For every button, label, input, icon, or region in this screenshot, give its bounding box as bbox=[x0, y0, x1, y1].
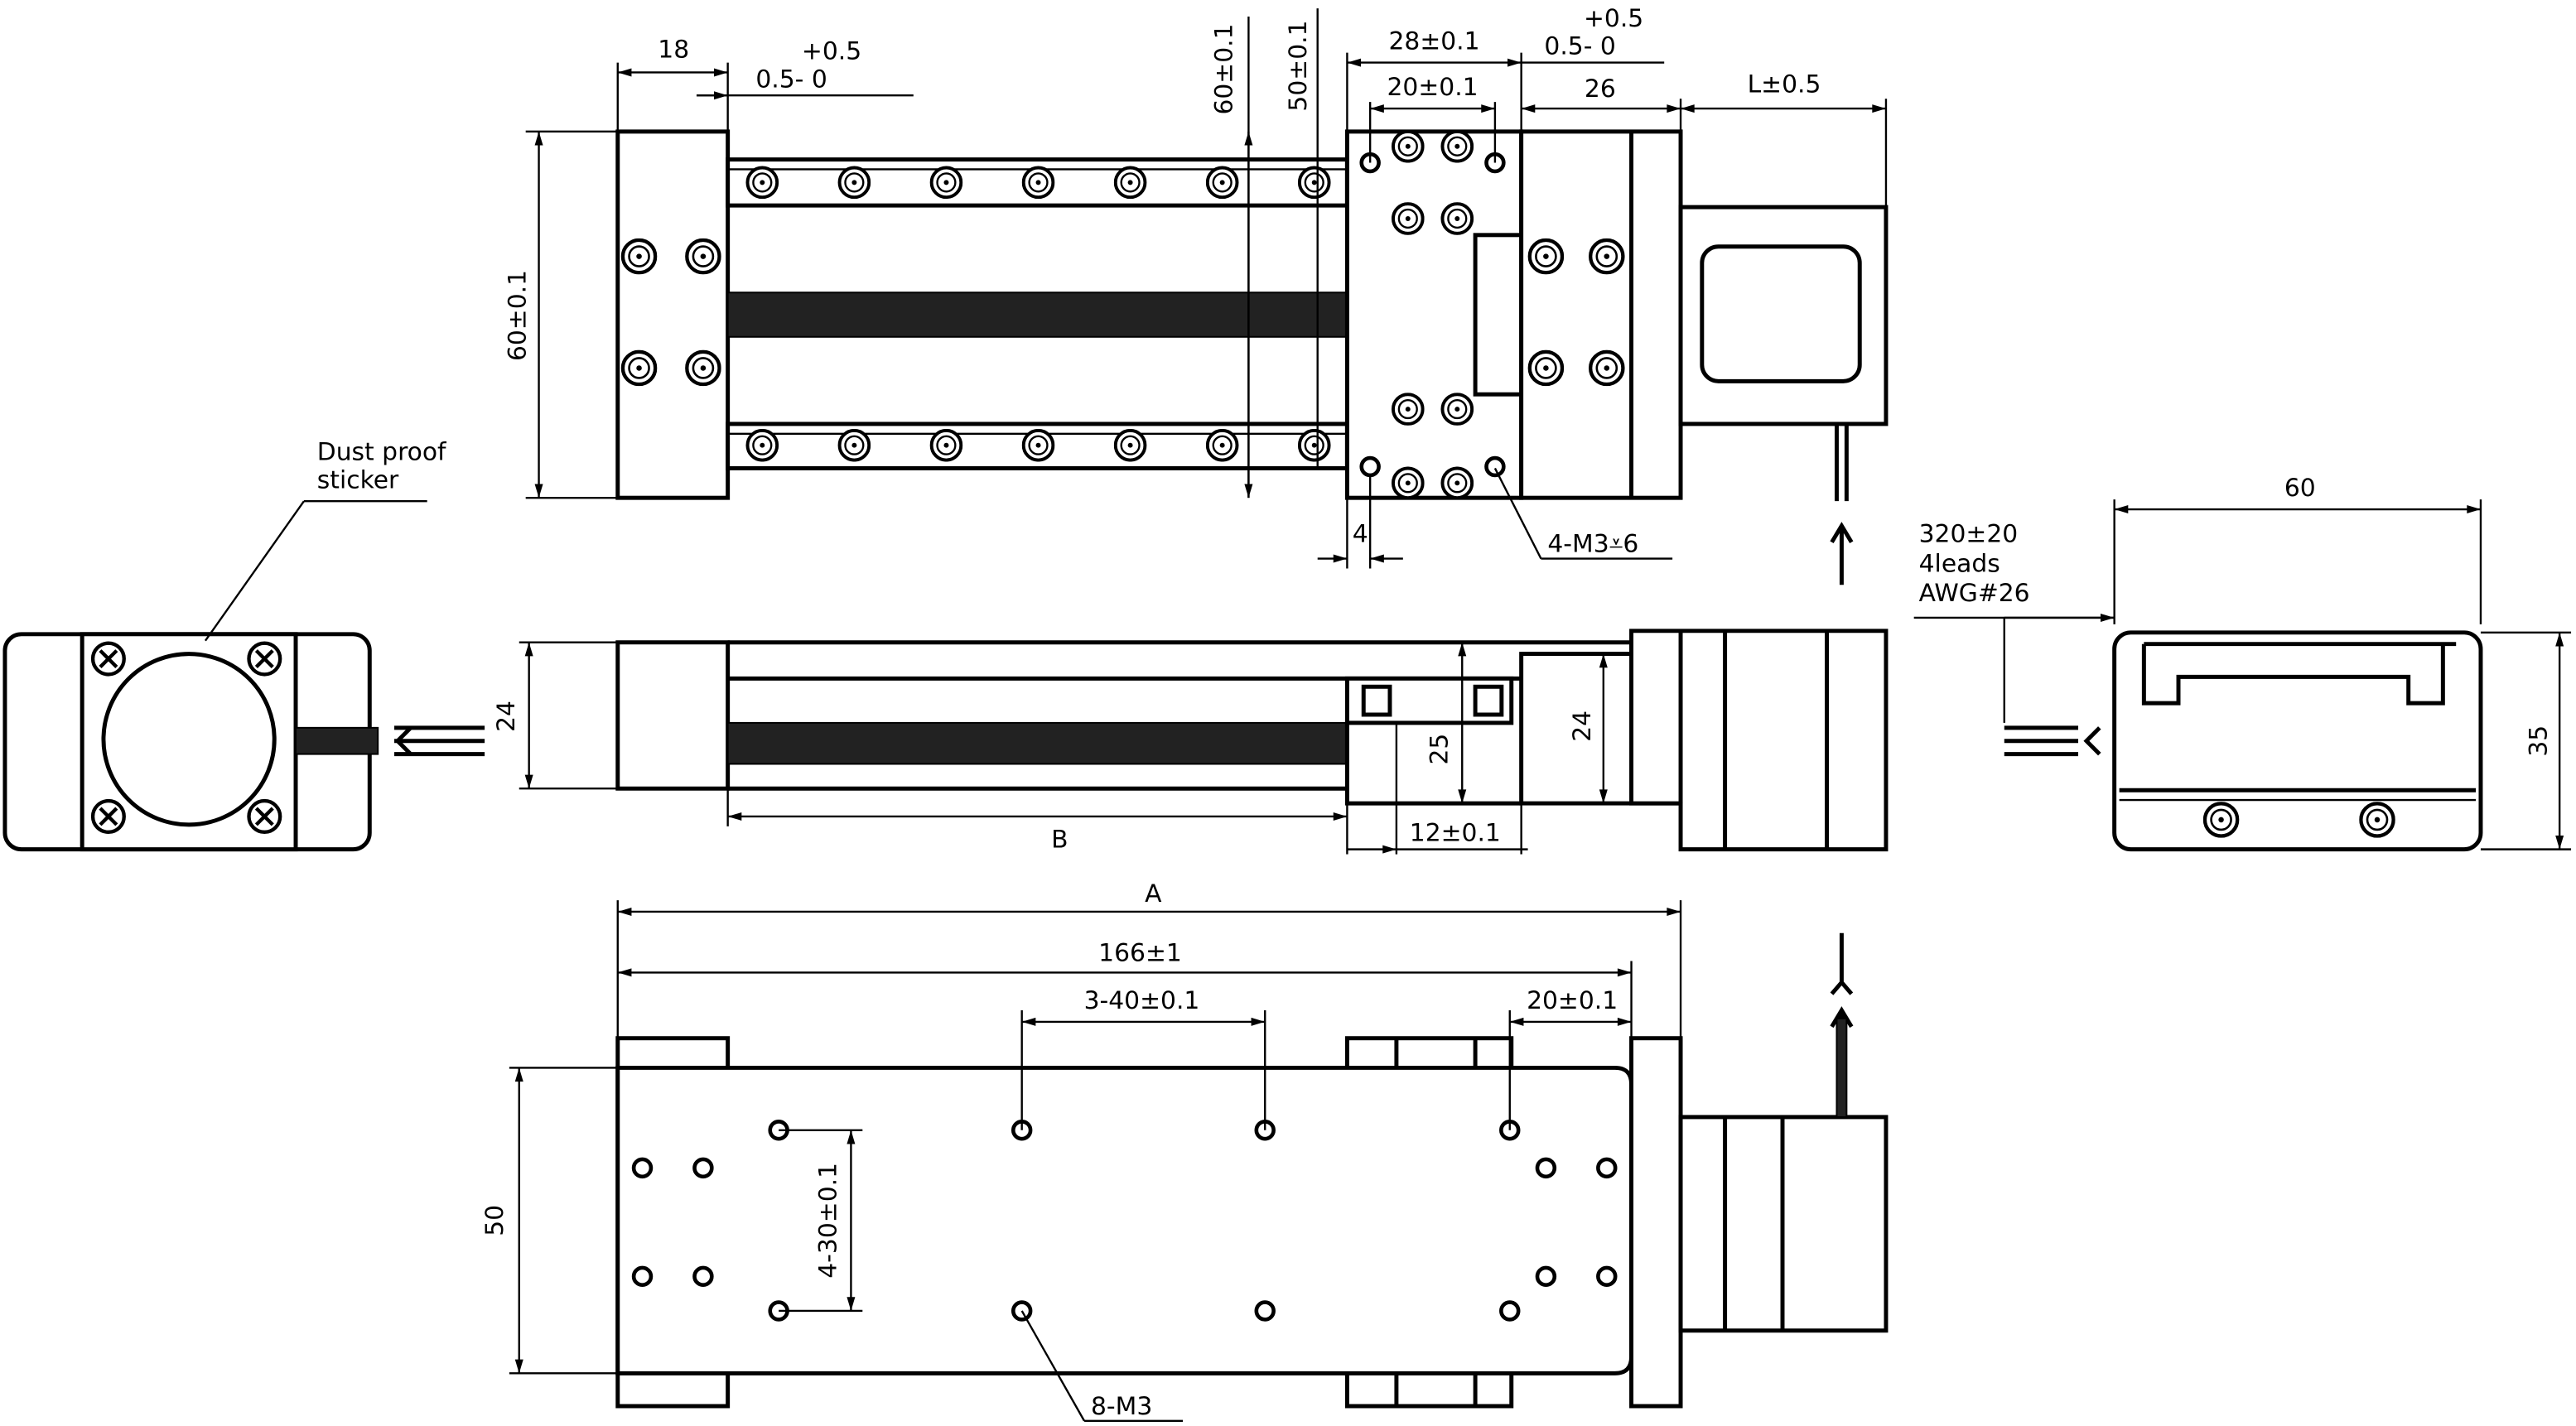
dim-12: 12±0.1 bbox=[1410, 819, 1501, 848]
dim-60-width: 60 bbox=[2284, 474, 2316, 503]
tolerance-lower-left: 0.5- 0 bbox=[755, 65, 827, 94]
motor bbox=[1678, 205, 1889, 426]
cable-leads: 4leads bbox=[1919, 549, 2000, 578]
dim-50-rail: 50±0.1 bbox=[1284, 20, 1313, 111]
sticker-label-line1: Dust proof bbox=[317, 438, 447, 467]
top-view: 18 +0.5 0.5- 0 60±0.1 60±0.1 50±0.1 28±0… bbox=[504, 4, 1889, 585]
tolerance-upper-right: +0.5 bbox=[1584, 4, 1643, 33]
nut-block bbox=[1473, 233, 1524, 397]
dim-4-30: 4-30±0.1 bbox=[814, 1163, 843, 1279]
dim-4: 4 bbox=[1353, 520, 1368, 549]
motor-face bbox=[1700, 244, 1862, 383]
cable-length: 320±20 bbox=[1919, 520, 2019, 549]
bottom-view: A 166±1 3-40±0.1 20±0.1 50 4-30±0.1 8-M3 bbox=[480, 879, 1889, 1423]
dim-20: 20±0.1 bbox=[1387, 73, 1478, 102]
dim-24-right: 24 bbox=[1568, 711, 1597, 742]
right-end-view: 60 35 bbox=[2004, 474, 2572, 852]
dim-60-height: 60±0.1 bbox=[504, 270, 533, 361]
dim-35: 35 bbox=[2524, 725, 2553, 757]
tolerance-upper-left: +0.5 bbox=[802, 37, 861, 66]
dim-50: 50 bbox=[480, 1205, 509, 1236]
right-end-block bbox=[1519, 129, 1683, 500]
dim-18: 18 bbox=[658, 36, 689, 65]
dim-60-rail: 60±0.1 bbox=[1210, 23, 1239, 114]
lead-screw bbox=[726, 291, 1348, 338]
dim-3-40: 3-40±0.1 bbox=[1084, 986, 1200, 1015]
base-plate bbox=[615, 1065, 1634, 1375]
left-end-view: Dust proof sticker bbox=[2, 438, 485, 852]
cable-end bbox=[394, 725, 485, 757]
side-lead-screw bbox=[726, 721, 1348, 765]
tolerance-lower-right: 0.5- 0 bbox=[1544, 32, 1615, 61]
dim-26: 26 bbox=[1585, 75, 1616, 104]
hole-callout-bottom: 8-M3 bbox=[1091, 1392, 1152, 1421]
cable-note: 320±20 4leads AWG#26 bbox=[1830, 520, 2115, 1101]
dim-25: 25 bbox=[1425, 734, 1454, 765]
sticker-label-line2: sticker bbox=[317, 465, 399, 494]
side-view: 24 25 24 B 12±0.1 bbox=[492, 629, 1889, 855]
dim-28: 28±0.1 bbox=[1388, 27, 1479, 56]
dim-B: B bbox=[1051, 826, 1068, 855]
cable-gauge: AWG#26 bbox=[1919, 579, 2030, 608]
dim-20-bottom: 20±0.1 bbox=[1527, 986, 1618, 1015]
dim-L: L±0.5 bbox=[1748, 70, 1821, 99]
dust-proof-sticker bbox=[101, 652, 277, 827]
hole-callout-top: 4-M3⩡6 bbox=[1547, 530, 1638, 559]
dim-A: A bbox=[1145, 879, 1162, 908]
left-end-block bbox=[615, 129, 731, 500]
dim-166: 166±1 bbox=[1098, 938, 1182, 967]
arrow-icon bbox=[1830, 522, 1854, 585]
dim-24-left: 24 bbox=[492, 701, 521, 732]
side-motor bbox=[1629, 629, 1889, 852]
